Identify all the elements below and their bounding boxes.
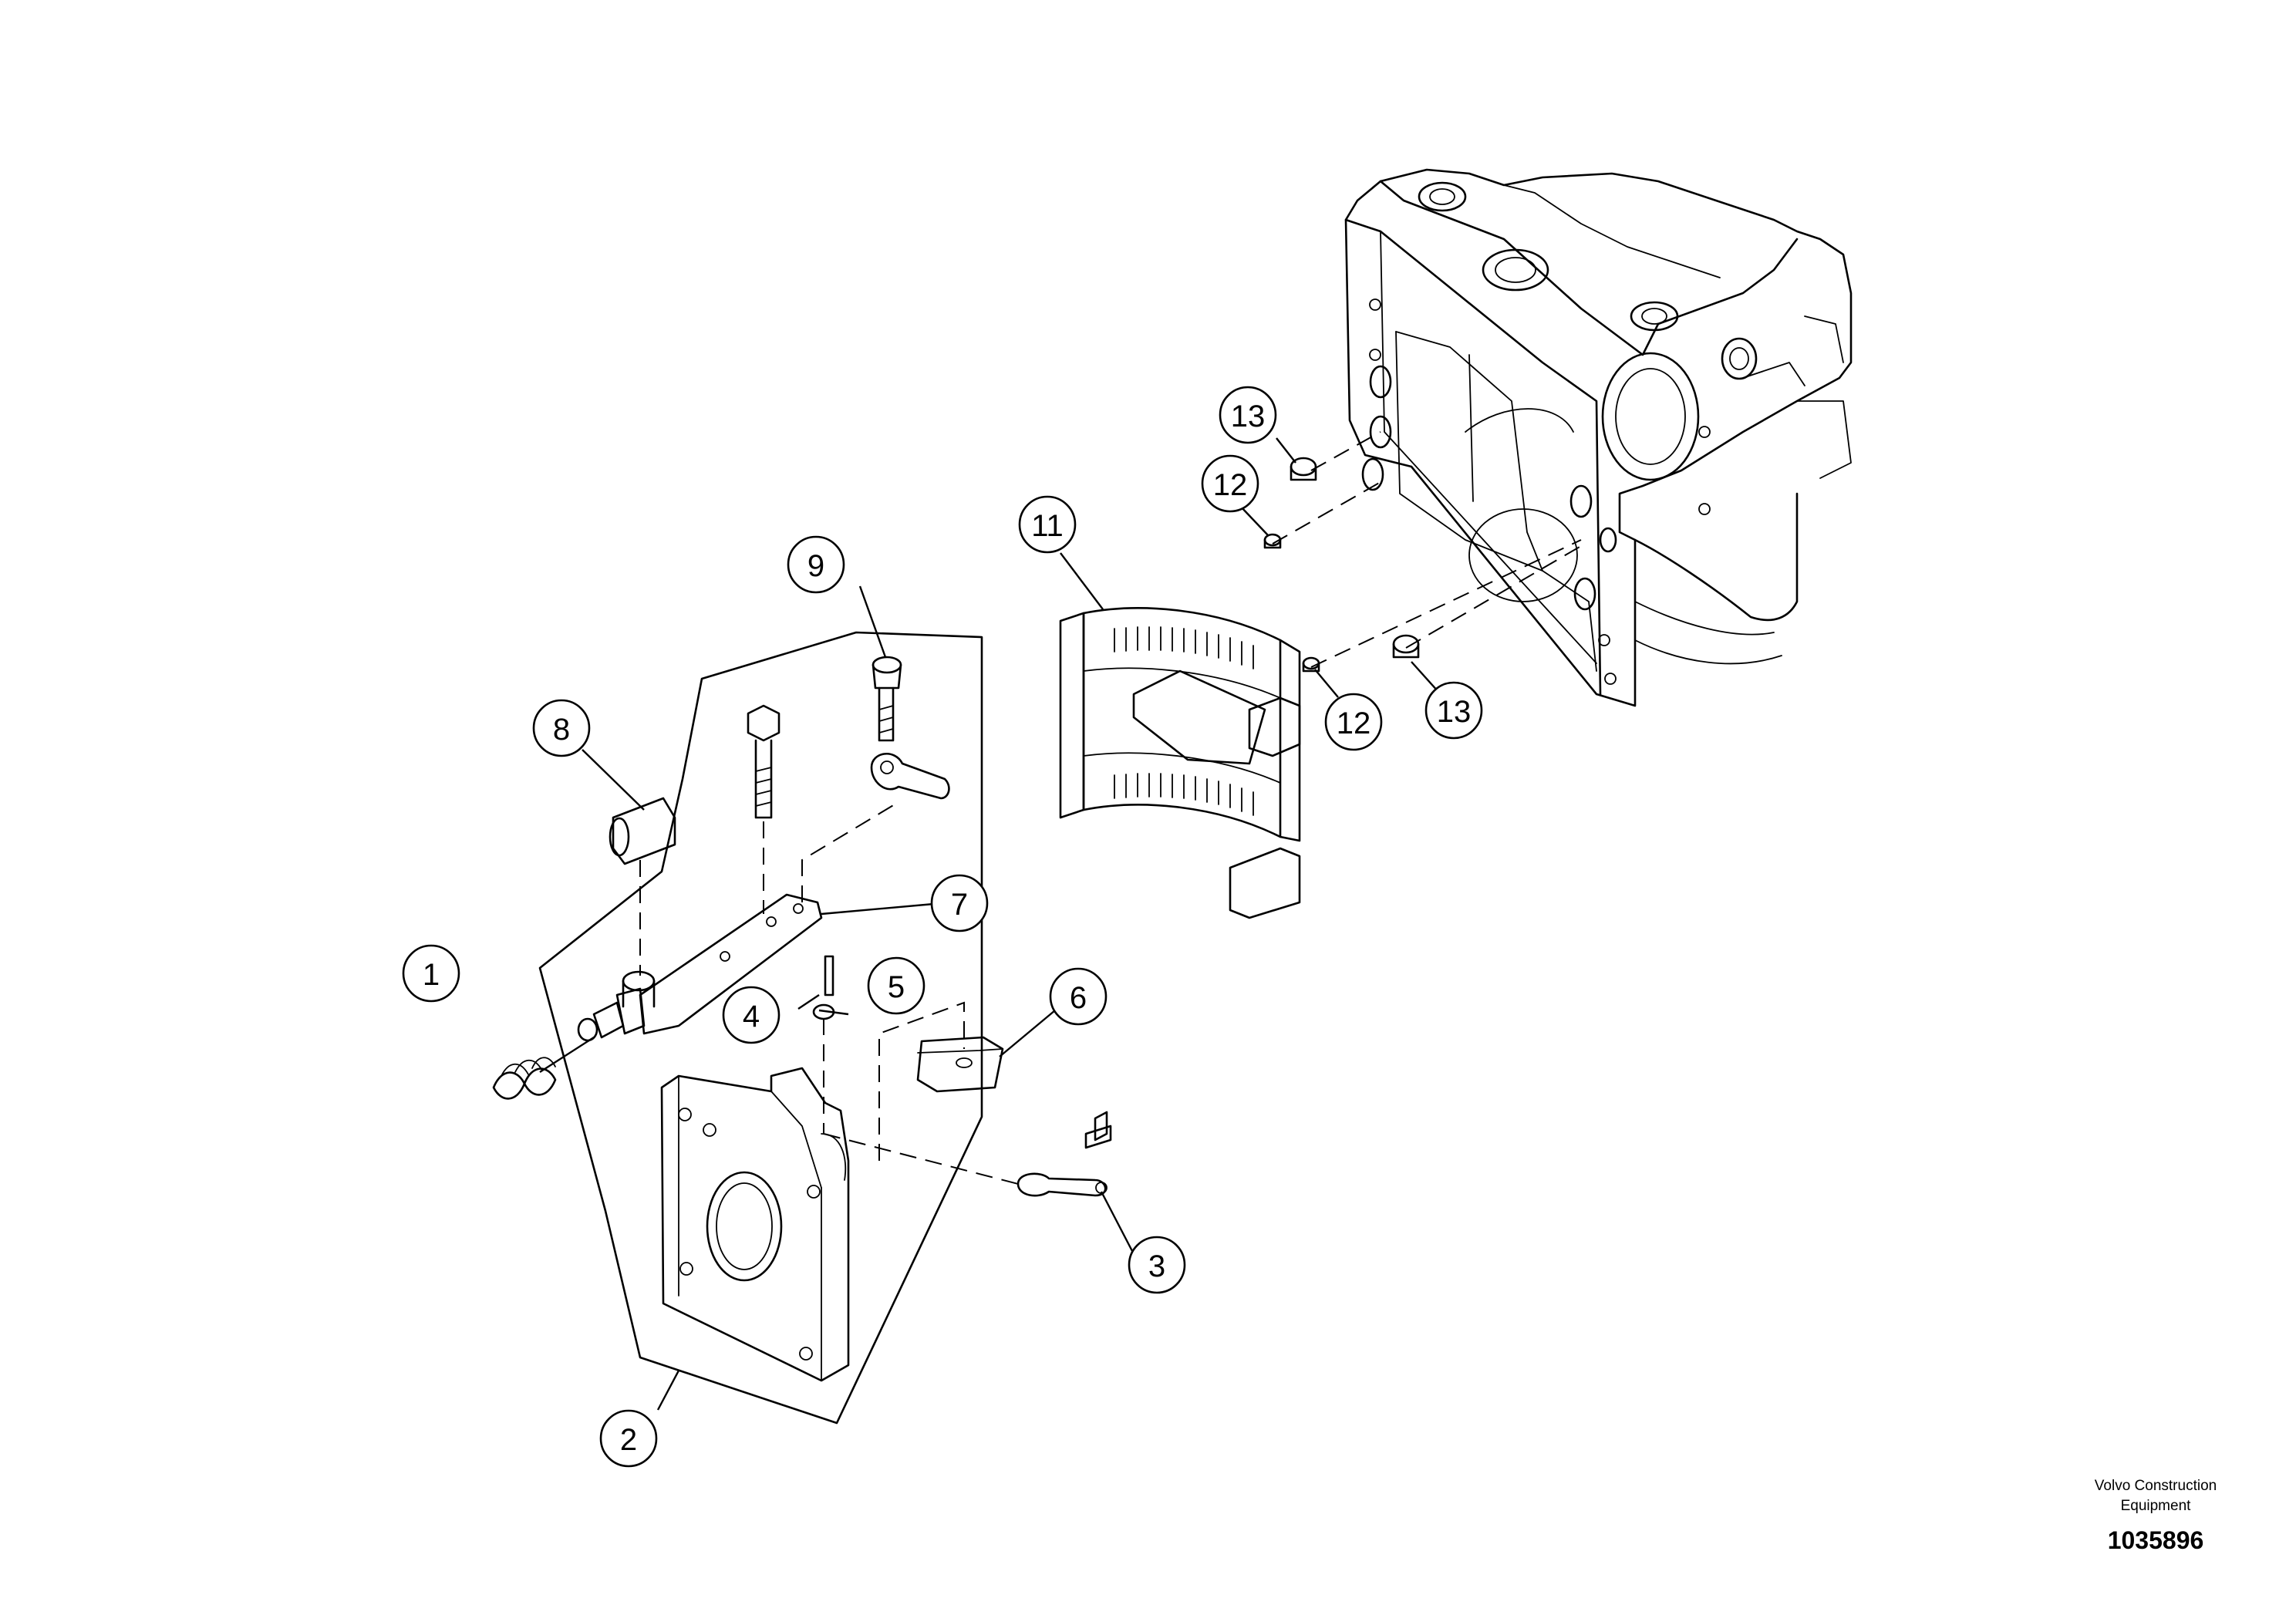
assembly-lines bbox=[639, 431, 1586, 1185]
callout-12-upper: 12 bbox=[1201, 454, 1259, 513]
callout-7: 7 bbox=[930, 874, 989, 932]
callout-4: 4 bbox=[722, 986, 781, 1044]
svg-text:3: 3 bbox=[1148, 1249, 1165, 1283]
svg-text:12: 12 bbox=[1337, 706, 1371, 740]
svg-text:9: 9 bbox=[807, 549, 824, 583]
svg-text:5: 5 bbox=[888, 970, 905, 1004]
callout-13-lower: 13 bbox=[1424, 681, 1483, 740]
lever bbox=[577, 893, 823, 1042]
cotter-pin bbox=[1017, 1111, 1112, 1197]
svg-text:11: 11 bbox=[1031, 509, 1064, 543]
svg-text:4: 4 bbox=[743, 1000, 760, 1034]
company-line-1: Volvo Construction bbox=[2095, 1478, 2217, 1494]
company-line-2: Equipment bbox=[2121, 1498, 2192, 1514]
leader-lines bbox=[582, 437, 1439, 1411]
pin-washer bbox=[812, 955, 835, 1020]
svg-text:8: 8 bbox=[553, 713, 570, 747]
bracket bbox=[660, 1067, 850, 1382]
callout-6: 6 bbox=[1049, 967, 1108, 1026]
callout-3: 3 bbox=[1128, 1236, 1186, 1294]
callout-1: 1 bbox=[402, 944, 460, 1003]
bolt-long bbox=[747, 704, 781, 819]
brake-band bbox=[1059, 607, 1301, 919]
svg-text:12: 12 bbox=[1213, 468, 1248, 502]
callout-5: 5 bbox=[867, 956, 925, 1015]
svg-text:6: 6 bbox=[1070, 981, 1087, 1015]
housing bbox=[1344, 168, 1853, 707]
svg-text:1: 1 bbox=[423, 958, 440, 992]
pad bbox=[916, 1036, 1004, 1093]
screw-with-link bbox=[870, 656, 950, 800]
svg-text:13: 13 bbox=[1437, 695, 1472, 729]
callout-12-lower: 12 bbox=[1324, 693, 1383, 751]
svg-text:7: 7 bbox=[951, 888, 968, 922]
spring bbox=[492, 1036, 595, 1100]
small-pins bbox=[1263, 457, 1420, 673]
roller bbox=[609, 797, 676, 865]
callout-8: 8 bbox=[532, 699, 591, 757]
callout-9: 9 bbox=[787, 535, 845, 594]
svg-text:13: 13 bbox=[1231, 400, 1266, 433]
callout-2: 2 bbox=[599, 1409, 658, 1468]
callout-13-upper: 13 bbox=[1219, 386, 1277, 444]
drawing-number: 1035896 bbox=[2108, 1526, 2204, 1554]
kit-outline bbox=[538, 631, 983, 1425]
callout-11: 11 bbox=[1018, 495, 1077, 554]
svg-text:2: 2 bbox=[620, 1423, 637, 1457]
